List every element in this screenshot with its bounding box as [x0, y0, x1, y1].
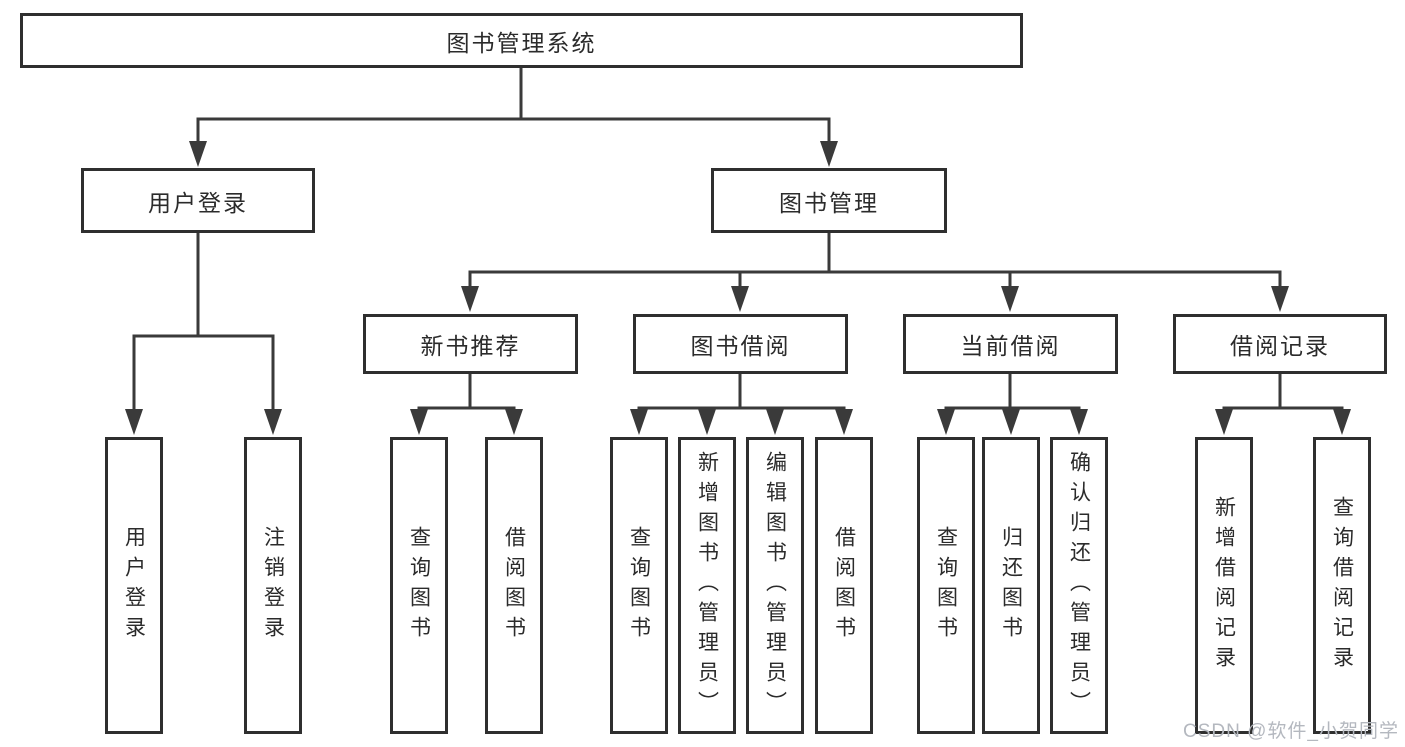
- leaf-query-book-current-label: 查询图书: [934, 525, 958, 646]
- leaf-confirm-return-admin-label: 确认归还（管理员）: [1067, 450, 1091, 721]
- leaf-edit-book-admin-label: 编辑图书（管理员）: [763, 450, 787, 721]
- node-new-book-recommend-label: 新书推荐: [420, 333, 521, 359]
- leaf-query-book-borrowing: 查询图书: [610, 437, 668, 734]
- leaf-borrow-book: 借阅图书: [815, 437, 873, 734]
- leaf-borrow-book-label: 借阅图书: [832, 525, 856, 646]
- node-book-management-label: 图书管理: [779, 189, 879, 216]
- node-current-borrowing-label: 当前借阅: [960, 333, 1061, 359]
- node-current-borrowing: 当前借阅: [903, 314, 1118, 374]
- leaf-logout: 注销登录: [244, 437, 302, 734]
- leaf-user-login: 用户登录: [105, 437, 163, 734]
- leaf-query-book-recommend-label: 查询图书: [407, 525, 431, 646]
- leaf-logout-label: 注销登录: [261, 525, 285, 646]
- leaf-add-book-admin: 新增图书（管理员）: [678, 437, 736, 734]
- leaf-add-book-admin-label: 新增图书（管理员）: [695, 450, 719, 721]
- node-book-borrowing-label: 图书借阅: [690, 333, 791, 359]
- node-borrowing-records: 借阅记录: [1173, 314, 1387, 374]
- leaf-return-book: 归还图书: [982, 437, 1040, 734]
- leaf-return-book-label: 归还图书: [999, 525, 1023, 646]
- csdn-watermark: CSDN @软件_小贺同学: [1183, 721, 1399, 742]
- leaf-query-borrow-record: 查询借阅记录: [1313, 437, 1371, 734]
- node-root-system: 图书管理系统: [20, 13, 1023, 68]
- leaf-query-book-borrowing-label: 查询图书: [627, 525, 651, 646]
- leaf-borrow-book-recommend-label: 借阅图书: [502, 525, 526, 646]
- leaf-add-borrow-record-label: 新增借阅记录: [1212, 495, 1236, 676]
- node-new-book-recommend: 新书推荐: [363, 314, 578, 374]
- leaf-confirm-return-admin: 确认归还（管理员）: [1050, 437, 1108, 734]
- leaf-borrow-book-recommend: 借阅图书: [485, 437, 543, 734]
- node-user-login-label: 用户登录: [148, 189, 248, 216]
- leaf-edit-book-admin: 编辑图书（管理员）: [746, 437, 804, 734]
- leaf-query-book-current: 查询图书: [917, 437, 975, 734]
- leaf-query-borrow-record-label: 查询借阅记录: [1330, 495, 1354, 676]
- leaf-query-book-recommend: 查询图书: [390, 437, 448, 734]
- node-book-management: 图书管理: [711, 168, 947, 233]
- node-borrowing-records-label: 借阅记录: [1230, 333, 1330, 359]
- node-book-borrowing: 图书借阅: [633, 314, 848, 374]
- arrowheads: [125, 141, 1351, 435]
- leaf-user-login-label: 用户登录: [122, 525, 146, 646]
- node-root-label: 图书管理系统: [446, 29, 597, 56]
- leaf-add-borrow-record: 新增借阅记录: [1195, 437, 1253, 734]
- node-user-login: 用户登录: [81, 168, 315, 233]
